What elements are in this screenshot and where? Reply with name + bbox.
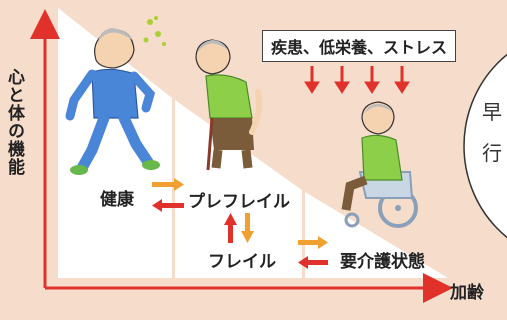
stage-label-pre-frailty: プレフレイル [188,192,290,212]
y-axis-label: 心と体の機能 [4,68,24,176]
arrow-down-icon [241,213,254,243]
cause-arrows [304,66,410,94]
x-axis-label: 加齢 [450,283,484,303]
side-panel-shape [463,53,507,239]
causes-box: 疾患、低栄養、ストレス [262,30,457,62]
down-arrow-icon [334,66,350,94]
side-panel-line-2: 行 [482,141,502,165]
step-pre-frailty [175,100,302,278]
arrow-right-icon [298,236,328,249]
pre-frail-man-illustration [195,39,263,171]
stage-label-healthy: 健康 [100,190,134,210]
arrow-up-icon [224,213,237,243]
arrow-left-icon [152,199,184,212]
step-frailty-care [305,192,448,278]
side-panel-line-1: 早 [482,100,502,124]
down-arrow-icon [304,66,320,94]
stage-label-care-needed: 要介護状態 [340,252,425,272]
stage-label-frailty: フレイル [208,252,276,272]
arrow-right-icon [152,178,184,191]
arrow-left-icon [298,256,328,269]
down-arrow-icon [394,66,410,94]
down-arrow-icon [364,66,380,94]
wheelchair-man-illustration [341,101,418,228]
sparkle-icon [143,16,166,46]
healthy-man-illustration [65,16,166,175]
transition-arrows [152,178,328,269]
